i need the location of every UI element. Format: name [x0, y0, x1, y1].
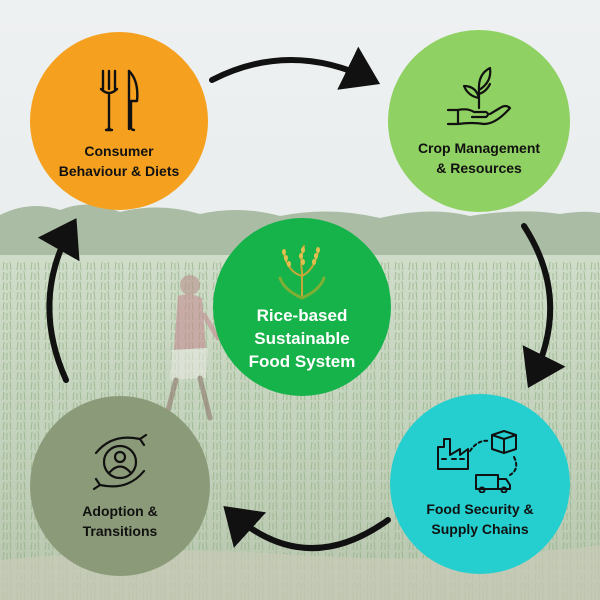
node-crop-management: Crop Management & Resources — [388, 30, 570, 212]
person-cycle-icon — [92, 433, 148, 491]
node-adoption-transitions: Adoption & Transitions — [30, 396, 210, 576]
node-food-security: Food Security & Supply Chains — [390, 394, 570, 574]
node-consumer-behaviour: Consumer Behaviour & Diets — [30, 32, 208, 210]
rice-plant-icon — [278, 244, 326, 299]
farmer-figure — [163, 275, 221, 421]
node-consumer-label: Consumer Behaviour & Diets — [58, 143, 180, 179]
factory-truck-icon — [437, 430, 518, 493]
node-adoption-label: Adoption & Transitions — [82, 503, 158, 539]
node-food-label: Food Security & Supply Chains — [426, 501, 534, 537]
hand-sprout-icon — [446, 66, 512, 126]
node-crop-label: Crop Management & Resources — [417, 140, 541, 176]
node-center-label: Rice-based Sustainable Food System — [248, 305, 356, 371]
node-center-rice-system: Rice-based Sustainable Food System — [213, 218, 391, 396]
fork-knife-icon — [99, 69, 139, 132]
